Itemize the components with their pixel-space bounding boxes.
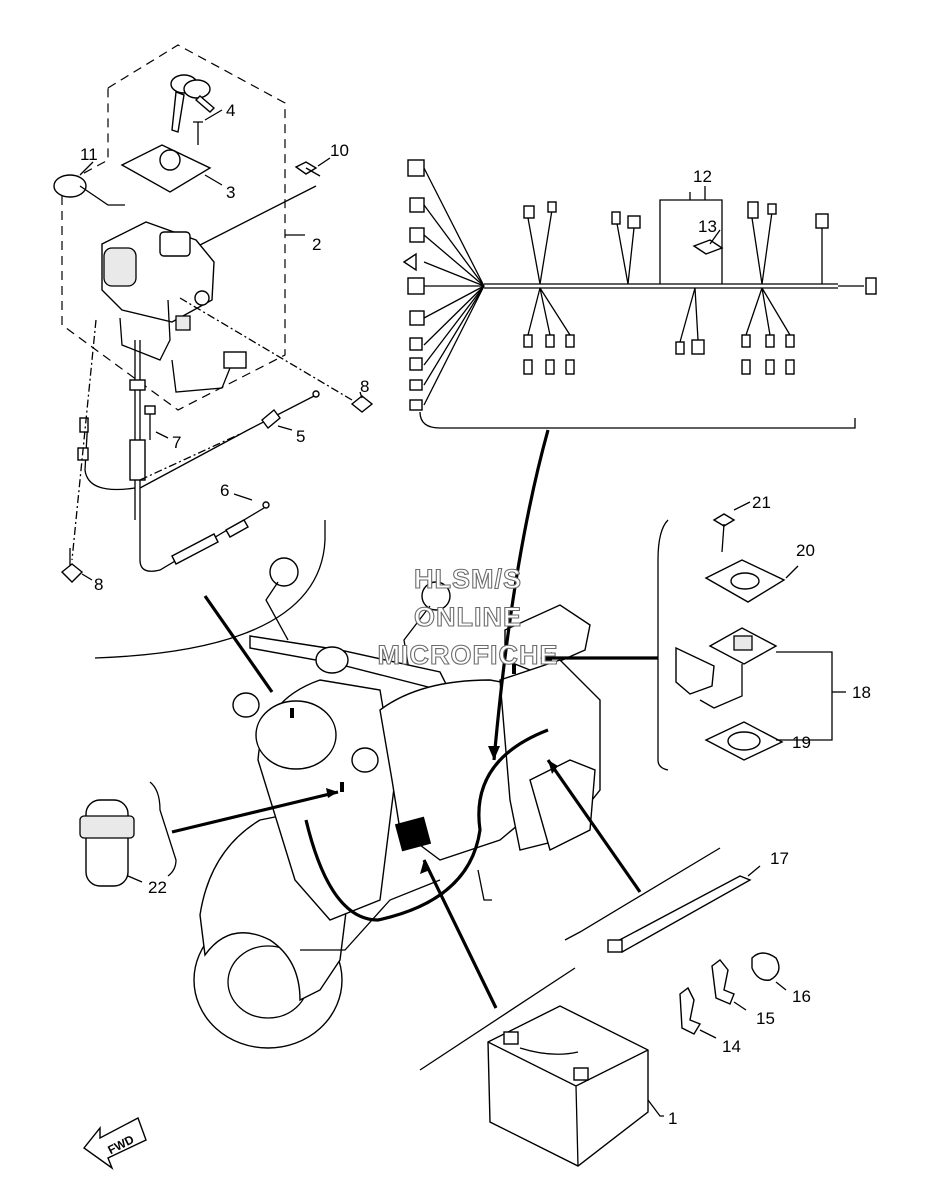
- cable-assembly: [139, 501, 270, 572]
- relay-group: [79, 781, 177, 887]
- fuse-icon: [692, 239, 724, 255]
- callout-17: 17: [770, 849, 789, 868]
- main-switch-group: [53, 44, 374, 659]
- callout-8-left: 8: [94, 575, 103, 594]
- wire-harness-group: [402, 159, 877, 429]
- band-clamp-group: [564, 847, 787, 1039]
- watermark-line-2: ONLINE: [414, 602, 522, 632]
- switch-body: [101, 221, 215, 361]
- callout-22: 22: [148, 878, 167, 897]
- callout-19: 19: [792, 733, 811, 752]
- callout-13: 13: [698, 217, 717, 236]
- callout-1: 1: [668, 1109, 677, 1128]
- fwd-arrow-icon: FWD: [82, 1117, 147, 1170]
- key-set-icon: [170, 74, 216, 133]
- callout-11: 11: [80, 145, 98, 164]
- callout-7: 7: [172, 433, 181, 452]
- battery-group: [419, 967, 664, 1167]
- battery-icon: [487, 1005, 649, 1167]
- callout-3: 3: [226, 183, 235, 202]
- callout-6: 6: [220, 481, 229, 500]
- callout-15: 15: [756, 1009, 775, 1028]
- seat-lock-cable: [139, 390, 320, 489]
- callout-8-right: 8: [360, 377, 369, 396]
- callout-16: 16: [792, 987, 811, 1006]
- callout-14: 14: [722, 1037, 741, 1056]
- watermark-line-3: MICROFICHE: [378, 640, 559, 670]
- callout-21: 21: [752, 493, 771, 512]
- callout-12: 12: [693, 167, 712, 186]
- callout-20: 20: [796, 541, 815, 560]
- callout-10: 10: [330, 141, 349, 160]
- watermark: HLSM/S ONLINE MICROFICHE: [377, 563, 559, 670]
- callout-18: 18: [852, 683, 871, 702]
- watermark-line-1: HLSM/S: [414, 564, 522, 594]
- callout-2: 2: [312, 235, 321, 254]
- motorcycle-outline: [171, 429, 658, 1049]
- callout-5: 5: [296, 427, 305, 446]
- callout-labels: 1 2 3 4 5 6 7 8 8 10 11 12 13 14 15 16 1…: [80, 101, 871, 1128]
- switch-cap: [53, 174, 87, 198]
- fuel-sender-group: [657, 501, 846, 771]
- callout-4: 4: [226, 101, 235, 120]
